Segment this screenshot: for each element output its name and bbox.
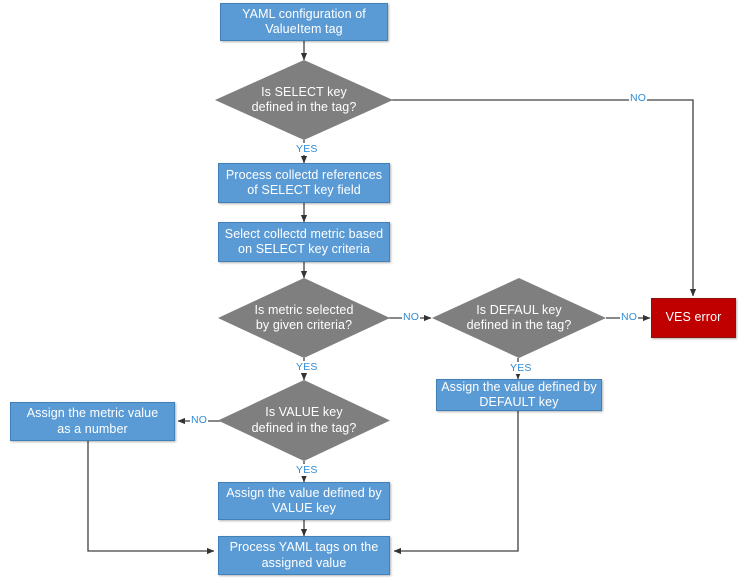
edge-assigndefault-to-yaml [393,411,519,555]
node-value-decision[interactable]: Is VALUE key defined in the tag? [218,380,390,461]
node-assign-default[interactable]: Assign the value defined by DEFAULT key [436,379,602,411]
node-process-yaml[interactable]: Process YAML tags on the assigned value [218,536,390,575]
node-select-metric[interactable]: Select collectd metric based on SELECT k… [218,222,390,262]
node-start-label: YAML configuration of ValueItem tag [242,6,366,36]
node-default-decision[interactable]: Is DEFAUL key defined in the tag? [432,278,606,358]
node-assign-value[interactable]: Assign the value defined by VALUE key [218,482,390,520]
node-assign-number-label: Assign the metric value as a number [26,406,159,436]
edge-label-metric-yes: YES [295,361,319,373]
node-metric-decision[interactable]: Is metric selected by given criteria? [218,278,390,358]
edge-label-select-no: NO [629,92,648,104]
node-process-refs-label: Process collectd references of SELECT ke… [225,167,383,197]
node-ves-error[interactable]: VES error [651,298,736,338]
edge-label-value-yes: YES [295,464,319,476]
edge-label-value-no: NO [190,414,209,426]
node-start[interactable]: YAML configuration of ValueItem tag [220,3,388,41]
edge-label-metric-no: NO [402,311,421,323]
node-select-decision[interactable]: Is SELECT key defined in the tag? [215,60,393,140]
node-assign-number[interactable]: Assign the metric value as a number [10,402,175,441]
edge-label-default-no: NO [620,311,639,323]
edge-label-select-yes: YES [295,143,319,155]
edge-assignnumber-to-yaml [87,441,215,555]
node-assign-value-label: Assign the value defined by VALUE key [226,485,382,515]
node-assign-default-label: Assign the value defined by DEFAULT key [441,379,597,409]
node-default-decision-label: Is DEFAUL key defined in the tag? [466,302,572,332]
node-metric-decision-label: Is metric selected by given criteria? [254,302,354,332]
node-process-refs[interactable]: Process collectd references of SELECT ke… [218,163,390,203]
node-select-metric-label: Select collectd metric based on SELECT k… [224,226,384,256]
edge-label-default-yes: YES [509,362,533,374]
node-select-decision-label: Is SELECT key defined in the tag? [251,84,357,114]
node-process-yaml-label: Process YAML tags on the assigned value [229,540,379,570]
node-value-decision-label: Is VALUE key defined in the tag? [251,405,357,435]
node-ves-error-label: VES error [665,310,722,325]
edge-select-no [388,99,697,297]
